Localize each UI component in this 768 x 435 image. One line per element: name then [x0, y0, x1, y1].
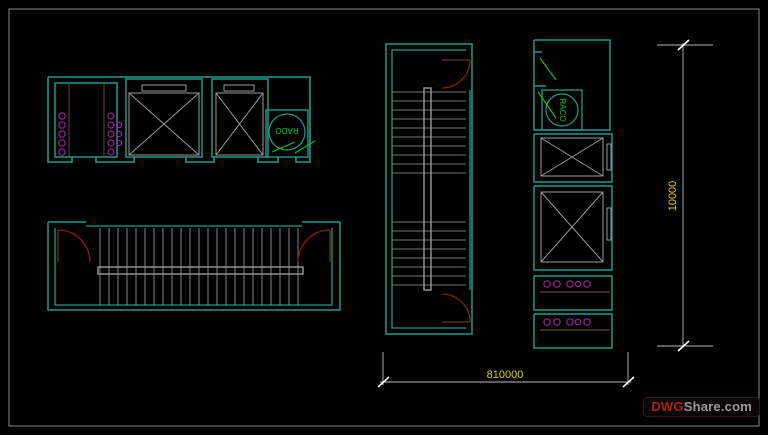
bay-a-frame [54, 82, 118, 158]
bay-c-frame [211, 78, 269, 158]
elevation-bay-d[interactable]: RADO [265, 109, 316, 158]
raco-brand-label: RACO [558, 98, 567, 121]
watermark-domain: Share.com [683, 399, 752, 414]
elevation-outer-wall [47, 76, 311, 157]
x-upper-brace [540, 137, 604, 177]
x-upper-wall [533, 133, 613, 183]
dimension-vertical[interactable]: 10000 [657, 39, 713, 352]
bay-c-panel [215, 92, 264, 156]
elevation-bay-c[interactable] [211, 78, 269, 158]
dimension-horizontal[interactable]: 810000 [377, 352, 635, 388]
bay-d-appliance-frame [265, 109, 309, 158]
outlets-upper-symbols [543, 280, 591, 288]
dim-v-label: 10000 [667, 181, 679, 212]
bay-a-outlets-left [58, 112, 66, 156]
dim-h-tick-right [622, 376, 635, 388]
bay-b-panel [128, 92, 200, 156]
stair-v-door-arc-top [441, 59, 471, 89]
stair-h-inner-wall [54, 228, 333, 306]
bay-d-brand-label: RADO [275, 126, 298, 135]
bay-b-x-brace [128, 92, 200, 156]
elevation-base-feet [47, 157, 311, 163]
stair-h-handrail [97, 266, 304, 275]
stair-v-treads [392, 91, 466, 286]
stair-v-inner-wall [391, 49, 466, 329]
bay-d-drum-circle [268, 113, 306, 151]
right-room-outlets-upper[interactable] [533, 275, 613, 311]
outlets-upper-wall [533, 275, 613, 311]
raco-appliance-frame [541, 89, 583, 131]
x-lower-side-fixture [606, 207, 612, 241]
view-floor-plan-right[interactable]: RACO [533, 39, 613, 349]
elevation-bay-b[interactable] [125, 78, 203, 158]
raco-room-openings [534, 51, 546, 87]
dim-h-tick-left [377, 376, 390, 388]
stair-v-outer-wall [385, 43, 473, 335]
watermark-brand: DWG [651, 399, 684, 414]
stair-h-outer-wall [47, 222, 341, 311]
bay-a-outlets-right [107, 112, 123, 156]
view-stair-plan-horizontal[interactable] [47, 221, 341, 311]
dim-h-label: 810000 [487, 369, 524, 381]
x-upper-panel [540, 137, 604, 177]
right-room-x-upper[interactable] [533, 133, 613, 183]
stair-h-door-arc-right [297, 229, 331, 263]
dim-v-tick-top [677, 39, 690, 51]
dim-v-tick-bottom [677, 340, 690, 352]
x-upper-side-fixture [606, 143, 612, 171]
x-lower-wall [533, 185, 613, 271]
bay-b-frame [125, 78, 203, 158]
bay-d-leader-b [294, 140, 316, 154]
x-lower-panel [540, 191, 604, 263]
raco-drum-circle [545, 93, 579, 127]
bay-b-header [141, 84, 187, 92]
stair-v-door-arc-bottom [441, 293, 471, 323]
bay-c-header [223, 84, 255, 92]
view-stair-plan-vertical[interactable] [385, 43, 473, 335]
outlets-lower-wall [533, 313, 613, 349]
raco-leader-b [537, 91, 557, 119]
outlets-lower-symbols [543, 318, 591, 326]
watermark: DWG Share.com [643, 397, 760, 417]
stair-v-handrail [423, 87, 432, 291]
bay-d-leader-a [271, 141, 296, 153]
right-room-raco[interactable]: RACO [533, 39, 611, 131]
raco-room-wall [533, 39, 611, 131]
right-room-x-lower[interactable] [533, 185, 613, 271]
right-room-outlets-lower[interactable] [533, 313, 613, 349]
sheet-border [8, 8, 760, 427]
view-front-elevation[interactable]: RADO [47, 76, 316, 163]
x-lower-brace [540, 191, 604, 263]
bay-c-x-brace [215, 92, 264, 156]
stair-h-door-arc-left [57, 229, 91, 263]
raco-leader-a [539, 57, 557, 81]
elevation-bay-a[interactable] [54, 82, 123, 158]
